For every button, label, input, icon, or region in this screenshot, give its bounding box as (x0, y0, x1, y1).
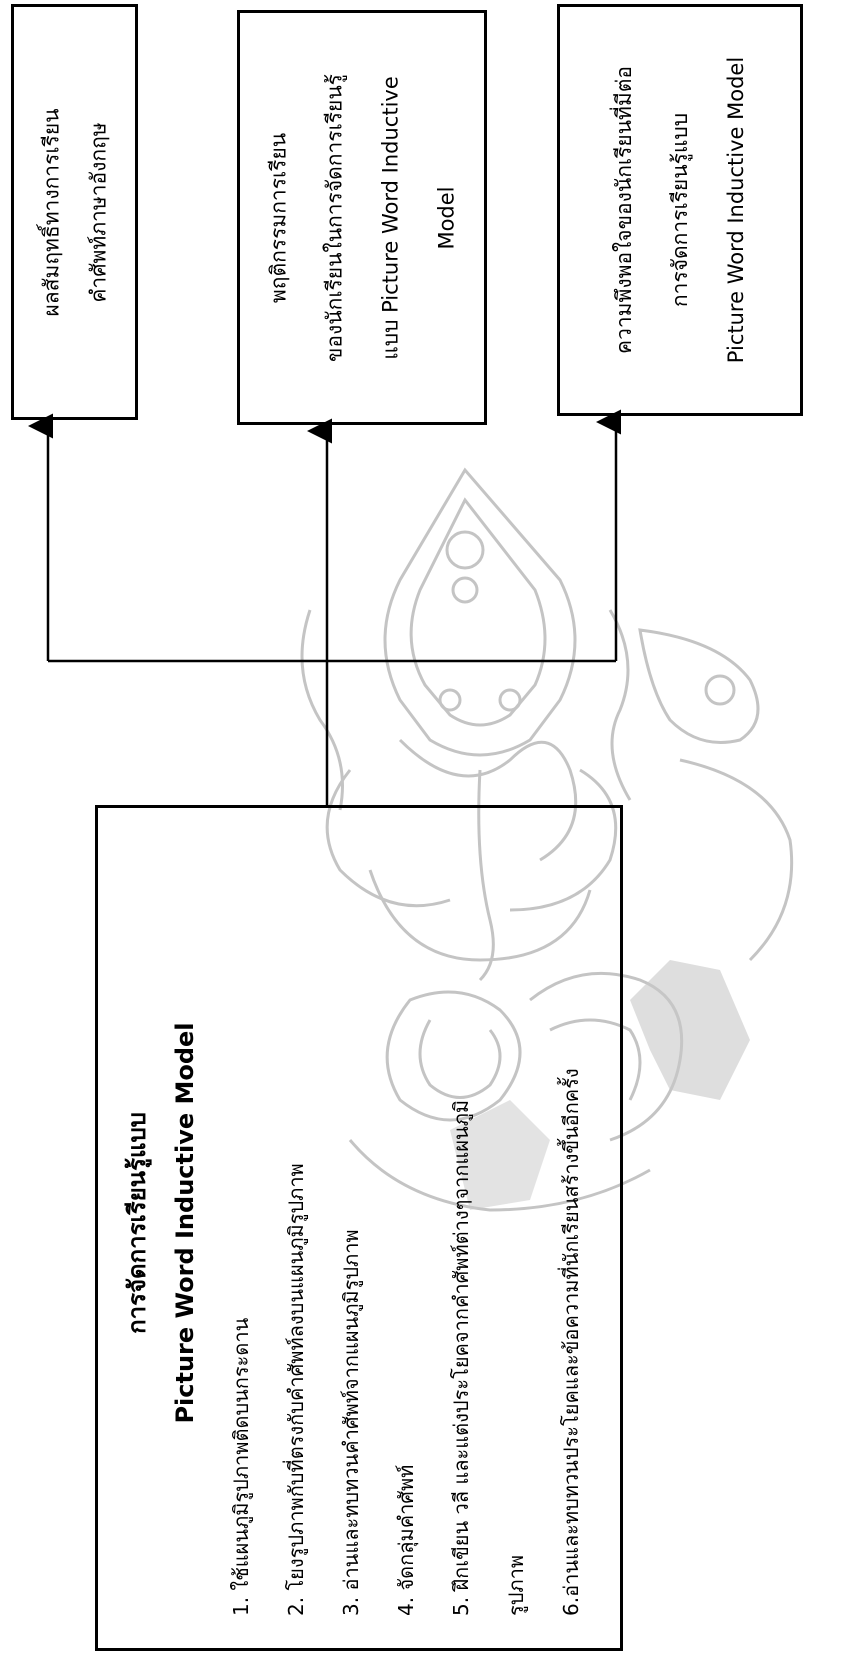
behavior-box: พฤติกรรมการเรียน ของนักเรียนในการจัดการเ… (237, 10, 487, 425)
behavior-line-4: Model (418, 186, 474, 249)
model-step-2: 2. โยงรูปภาพกับที่ตรงกับคำศัพท์ลงบนแผนภู… (269, 830, 324, 1616)
outcome-line-1: ผลสัมฤทธิ์ทางการเรียน (28, 108, 75, 316)
behavior-line-3: แบบ Picture Word Inductive (362, 76, 418, 360)
model-step-5: 5. ฝึกเขียน วลี และแต่งประโยคจากคำศัพท์ต… (434, 830, 489, 1616)
outcome-box: ผลสัมฤทธิ์ทางการเรียน คำศัพท์ภาษาอังกฤษ (11, 4, 138, 420)
satisfaction-line-3: Picture Word Inductive Model (708, 57, 764, 363)
satisfaction-box: ความพึงพอใจของนักเรียนที่มีต่อ การจัดการ… (557, 4, 803, 416)
model-step-3: 3. อ่านและทบทวนคำศัพท์จากแผนภูมิรูปภาพ (324, 830, 379, 1616)
outcome-text-rotated: ผลสัมฤทธิ์ทางการเรียน คำศัพท์ภาษาอังกฤษ (14, 7, 135, 417)
satisfaction-line-1: ความพึงพอใจของนักเรียนที่มีต่อ (596, 66, 652, 354)
behavior-text-rotated: พฤติกรรมการเรียน ของนักเรียนในการจัดการเ… (240, 13, 484, 422)
model-text-rotated: การจัดการเรียนรู้แบบ Picture Word Induct… (98, 808, 620, 1648)
behavior-line-1: พฤติกรรมการเรียน (250, 132, 306, 302)
model-title-line-1: การจัดการเรียนรู้แบบ (122, 830, 152, 1616)
model-step-5-continued: รูปภาพ (489, 830, 544, 1616)
satisfaction-text-rotated: ความพึงพอใจของนักเรียนที่มีต่อ การจัดการ… (560, 7, 800, 413)
model-box: การจัดการเรียนรู้แบบ Picture Word Induct… (95, 805, 623, 1651)
behavior-line-2: ของนักเรียนในการจัดการเรียนรู้ (306, 74, 362, 362)
model-step-1: 1. ใช้แผนภูมิรูปภาพติดบนกระดาน (214, 830, 269, 1616)
model-step-4: 4. จัดกลุ่มคำศัพท์ (379, 830, 434, 1616)
outcome-line-2: คำศัพท์ภาษาอังกฤษ (75, 122, 122, 302)
model-title-line-2: Picture Word Inductive Model (170, 830, 200, 1616)
model-step-6: 6.อ่านและทบทวนประโยคและข้อความที่นักเรีย… (544, 830, 599, 1616)
satisfaction-line-2: การจัดการเรียนรู้แบบ (652, 113, 708, 307)
